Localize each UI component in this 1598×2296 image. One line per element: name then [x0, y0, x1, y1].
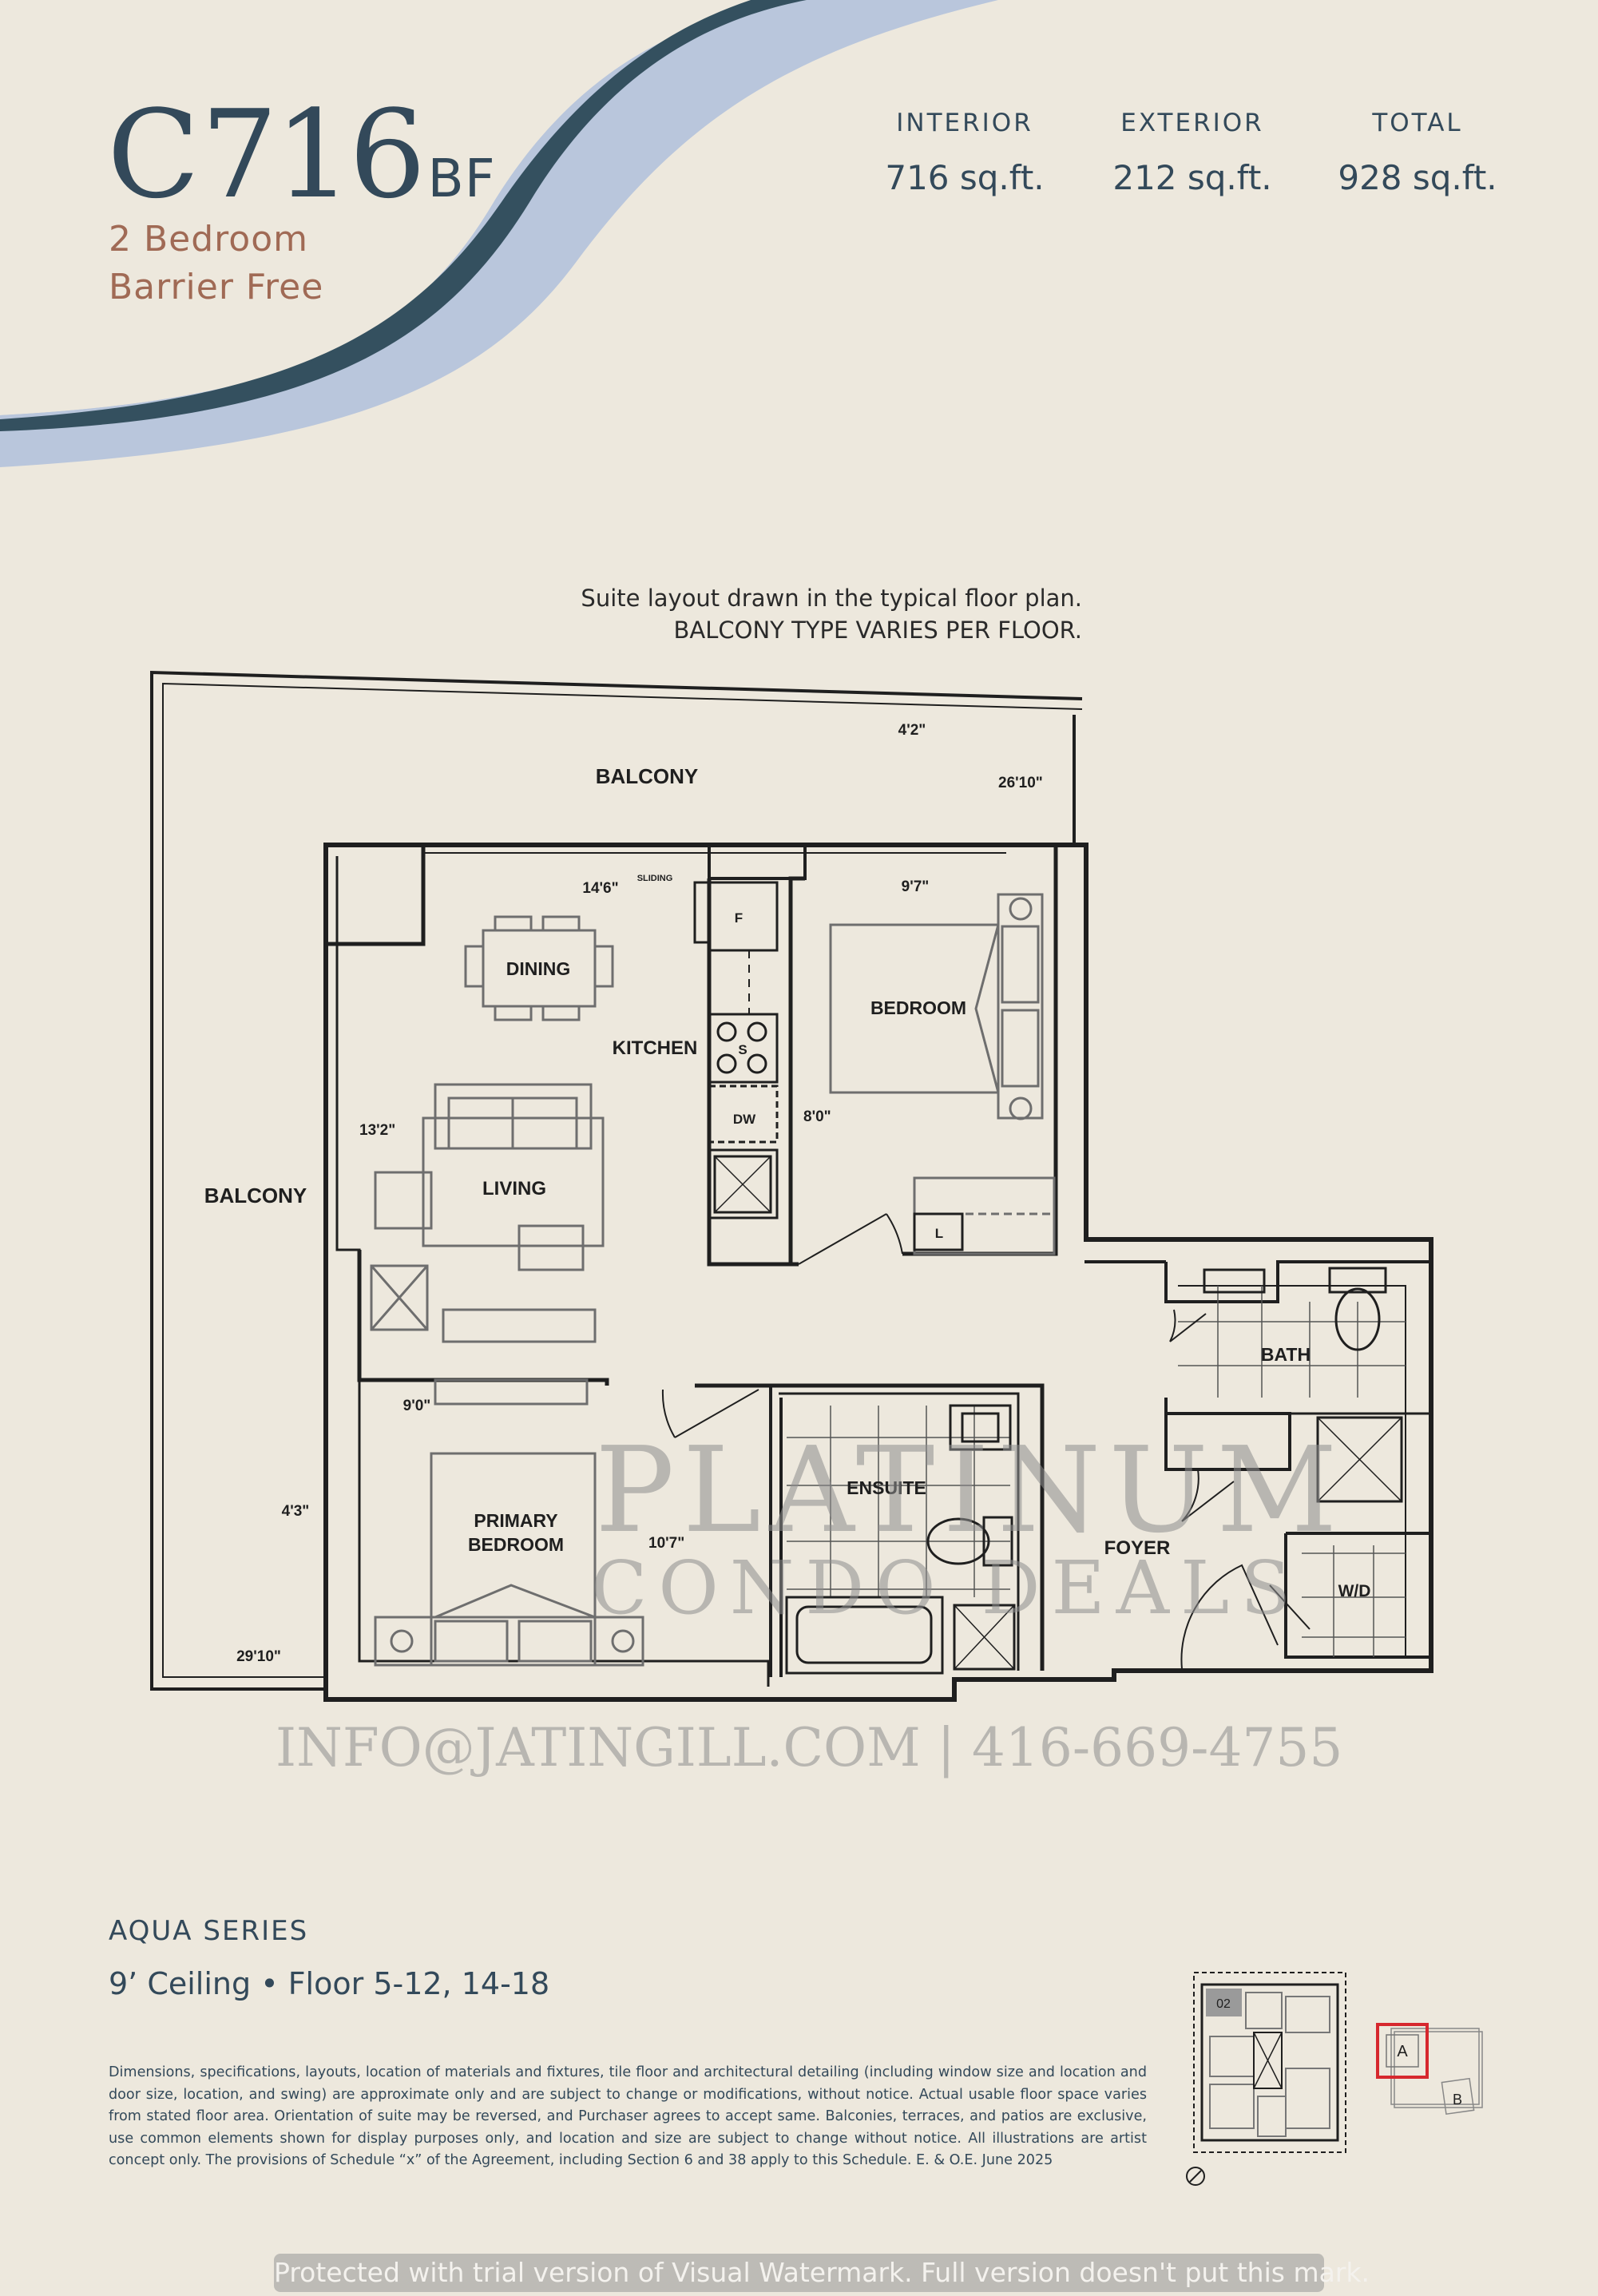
- interior-label: INTERIOR: [896, 109, 1033, 137]
- label-balcony-top: BALCONY: [596, 764, 699, 788]
- trial-watermark-notice: Protected with trial version of Visual W…: [274, 2254, 1370, 2292]
- label-linen: L: [935, 1226, 943, 1241]
- watermark-line1: PLATINUM: [595, 1422, 1346, 1559]
- label-primary-1: PRIMARY: [474, 1510, 557, 1531]
- label-dining: DINING: [506, 958, 571, 979]
- dim-balcony-depth: 4'2": [898, 722, 926, 739]
- dim-primary-width: 9'0": [403, 1398, 431, 1414]
- dim-dining-width: 14'6": [582, 880, 618, 897]
- tower-a-highlight: [1376, 2023, 1429, 2079]
- suite-letter: C: [107, 84, 200, 225]
- label-sliding: SLIDING: [637, 874, 673, 883]
- wave-graphic: [0, 0, 998, 467]
- dim-bedroom-width: 9'7": [902, 878, 930, 895]
- label-bath: BATH: [1261, 1344, 1311, 1365]
- label-living: LIVING: [482, 1178, 546, 1200]
- north-arrow-icon: [1186, 2167, 1205, 2186]
- label-dishwasher: DW: [733, 1112, 756, 1127]
- dim-side-balcony-length: 29'10": [236, 1648, 281, 1665]
- watermark-contact: INFO@JATINGILL.COM | 416-669-4755: [276, 1717, 1343, 1779]
- dim-living-width: 13'2": [359, 1122, 395, 1139]
- suite-exterior-wall: [323, 843, 1433, 1702]
- label-fridge: F: [735, 910, 743, 926]
- key-plan-tower-a: A: [1397, 2043, 1408, 2060]
- exterior-value: 212 sq.ft.: [1112, 158, 1272, 197]
- total-value: 928 sq.ft.: [1338, 158, 1497, 197]
- dim-primary-depth: 10'7": [648, 1535, 684, 1552]
- suite-code: C 716BF: [107, 94, 496, 216]
- balcony-outline: [150, 670, 1083, 1691]
- dim-bedroom-depth: 8'0": [803, 1108, 831, 1125]
- series-name: AQUA SERIES: [109, 1915, 309, 1947]
- suite-number: 716: [200, 84, 426, 225]
- floor-plan: BALCONY BALCONY DINING KITCHEN LIVING BE…: [150, 670, 1433, 1702]
- exterior-label: EXTERIOR: [1120, 109, 1264, 137]
- suite-suffix: BF: [427, 148, 496, 209]
- suite-type-bedrooms: 2 Bedroom: [109, 219, 308, 260]
- label-primary-2: BEDROOM: [468, 1534, 564, 1555]
- plan-note-layout: Suite layout drawn in the typical floor …: [581, 585, 1082, 612]
- suite-type-accessibility: Barrier Free: [109, 267, 324, 307]
- key-plan: 02 A B: [1186, 1972, 1483, 2186]
- watermark-line2: CONDO DEALS: [591, 1545, 1303, 1631]
- plan-note-balcony: BALCONY TYPE VARIES PER FLOOR.: [673, 617, 1083, 644]
- dim-side-balcony: 4'3": [282, 1503, 310, 1520]
- label-foyer: FOYER: [1104, 1537, 1171, 1559]
- interior-value: 716 sq.ft.: [885, 158, 1045, 197]
- key-plan-unit: 02: [1216, 1997, 1231, 2011]
- label-kitchen: KITCHEN: [613, 1037, 698, 1059]
- label-stove: S: [738, 1042, 747, 1057]
- total-label: TOTAL: [1372, 109, 1463, 137]
- label-ensuite: ENSUITE: [847, 1477, 926, 1498]
- label-wd: W/D: [1338, 1582, 1371, 1600]
- disclaimer: Dimensions, specifications, layouts, loc…: [109, 2064, 1147, 2168]
- series-detail: 9’ Ceiling • Floor 5-12, 14-18: [109, 1966, 550, 2001]
- label-balcony-left: BALCONY: [204, 1184, 307, 1207]
- label-bedroom: BEDROOM: [870, 997, 966, 1018]
- dim-balcony-length: 26'10": [998, 775, 1043, 791]
- key-plan-tower-b: B: [1453, 2092, 1462, 2108]
